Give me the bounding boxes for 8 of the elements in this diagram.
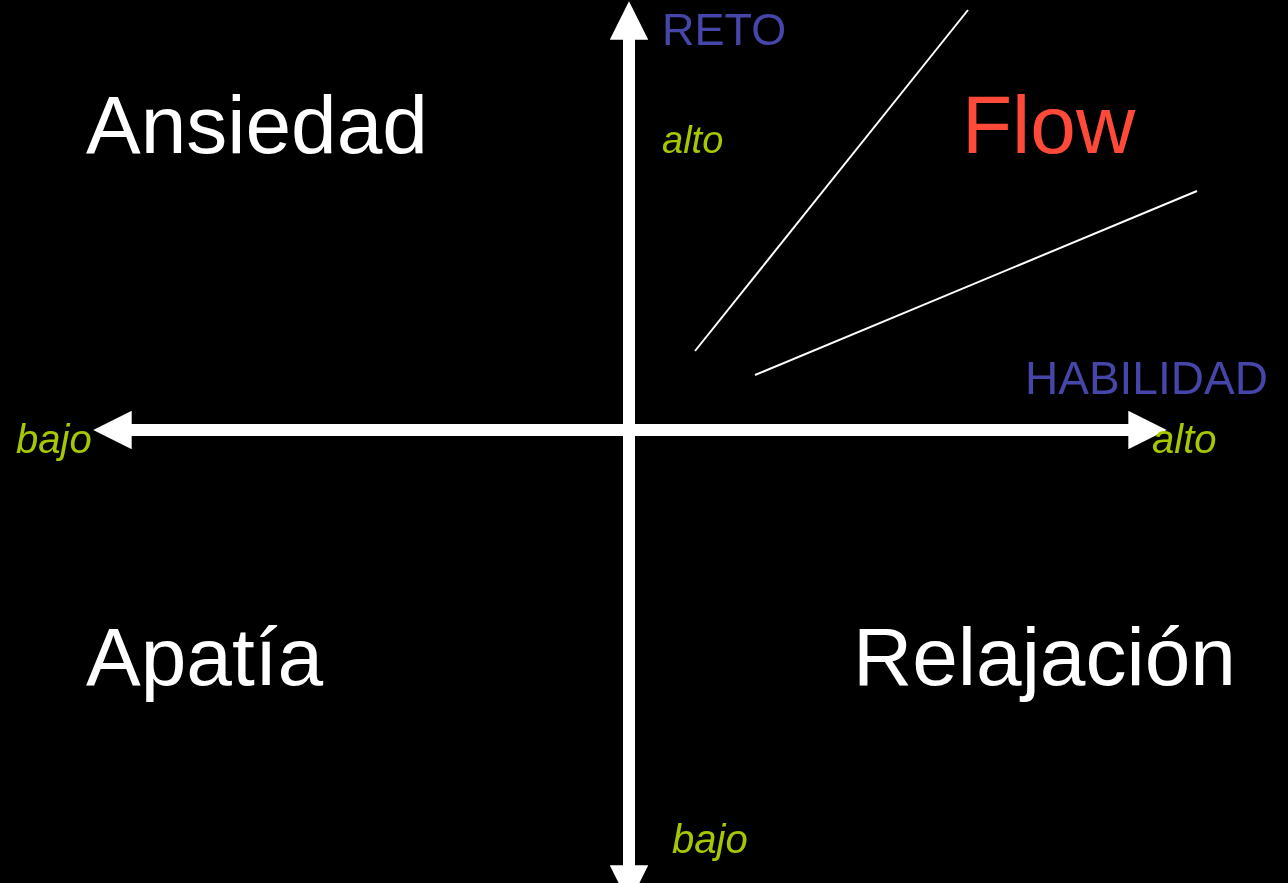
quadrant-label: Flow (962, 83, 1136, 166)
quadrant-label: Ansiedad (86, 83, 428, 166)
axis-title: HABILIDAD (1025, 355, 1268, 402)
axis-end-label: bajo (16, 419, 92, 460)
axis-end-label: alto (662, 120, 724, 159)
axis-end-label: bajo (672, 819, 748, 860)
axis-title: RETO (662, 6, 787, 52)
axis-end-label: alto (1152, 419, 1217, 460)
